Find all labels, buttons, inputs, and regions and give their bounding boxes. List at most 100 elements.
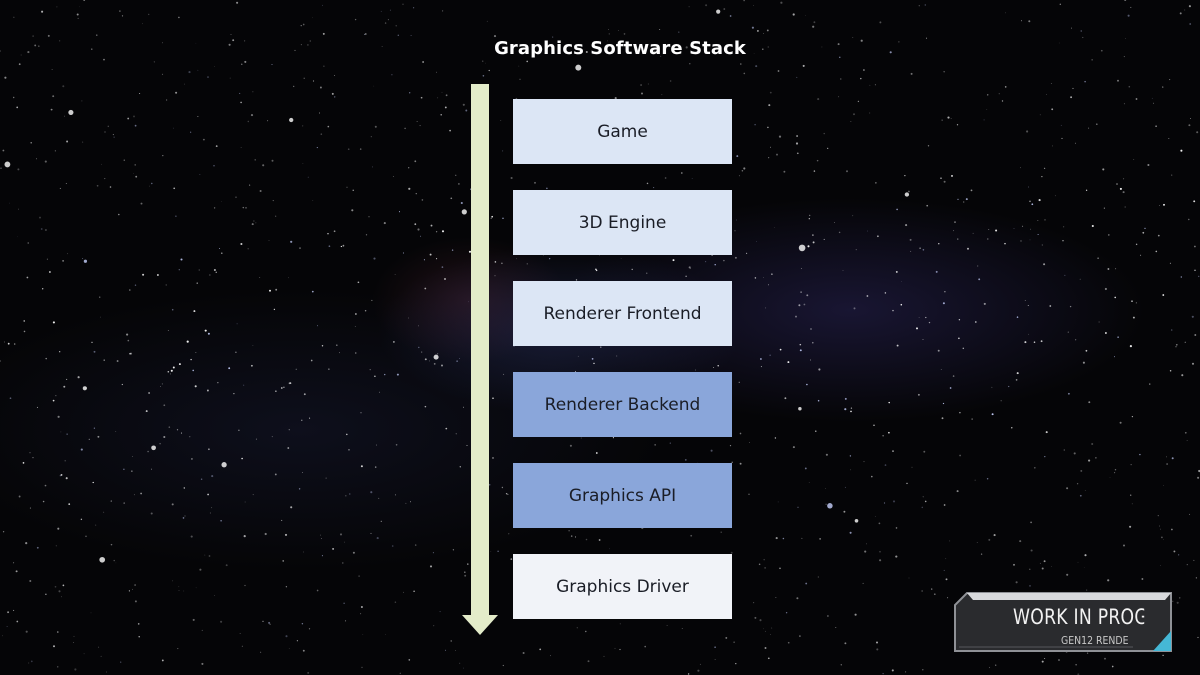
star (493, 35, 497, 38)
star (927, 145, 930, 147)
star (947, 116, 950, 119)
star (827, 615, 829, 617)
star (1004, 242, 1006, 245)
star (251, 223, 254, 226)
star (303, 393, 306, 396)
star (816, 159, 819, 162)
star (1022, 225, 1024, 227)
star (381, 46, 383, 47)
star (302, 125, 304, 127)
star (802, 64, 805, 67)
star (405, 502, 407, 504)
star (364, 33, 367, 35)
star (61, 596, 62, 598)
star (904, 192, 910, 197)
star (83, 259, 88, 263)
star (287, 447, 290, 449)
star (1019, 540, 1022, 543)
star (891, 669, 894, 672)
star (688, 266, 691, 269)
star (39, 216, 41, 219)
star (1175, 343, 1178, 346)
star (348, 448, 350, 451)
star (123, 502, 125, 504)
star (27, 51, 30, 54)
star (672, 259, 675, 262)
star (1198, 275, 1200, 278)
star (342, 244, 345, 247)
star (228, 43, 231, 46)
star (202, 138, 205, 141)
star (235, 196, 237, 198)
star (805, 582, 808, 585)
star (895, 555, 898, 558)
star (796, 152, 799, 155)
star (928, 321, 931, 324)
star (1058, 42, 1060, 44)
star (172, 580, 174, 582)
star (1168, 138, 1170, 139)
star (1013, 563, 1015, 566)
star (1184, 9, 1186, 11)
star (924, 500, 927, 503)
star (192, 369, 194, 372)
star (803, 303, 806, 306)
star (352, 551, 355, 554)
star (147, 450, 149, 453)
star (748, 493, 750, 495)
star (957, 238, 959, 240)
star (104, 178, 106, 180)
star (171, 308, 174, 311)
star (2, 635, 3, 637)
star (82, 141, 84, 143)
layer-renderer-backend: Renderer Backend (513, 372, 732, 437)
star (740, 63, 742, 65)
star (80, 518, 83, 521)
star (977, 265, 979, 267)
star (773, 227, 775, 228)
star (213, 207, 216, 209)
star (99, 296, 101, 298)
star (201, 629, 203, 631)
star (735, 662, 737, 665)
star (221, 201, 223, 202)
star (90, 612, 92, 614)
star (153, 61, 155, 63)
star (254, 159, 256, 161)
star (1153, 102, 1154, 104)
star (252, 345, 254, 347)
star (1189, 23, 1192, 25)
star (910, 72, 913, 75)
star (398, 211, 401, 213)
star (522, 651, 525, 655)
star (322, 32, 325, 35)
star (488, 483, 491, 486)
star (23, 320, 25, 322)
star (1071, 27, 1073, 29)
star (1127, 14, 1130, 17)
star (436, 258, 438, 260)
star (1159, 565, 1161, 566)
star (1195, 577, 1198, 579)
star (402, 3, 404, 5)
star (343, 602, 345, 604)
star (88, 438, 90, 441)
star (690, 267, 691, 269)
star (1129, 345, 1132, 348)
star (461, 209, 467, 215)
star (40, 228, 43, 230)
star (938, 243, 940, 245)
star (669, 442, 671, 444)
star (941, 417, 944, 420)
star (490, 550, 492, 552)
star (866, 543, 867, 545)
star (764, 647, 767, 649)
star (459, 358, 460, 360)
star (812, 234, 814, 236)
star (1069, 305, 1072, 308)
star (436, 353, 439, 355)
star (308, 628, 311, 630)
star (577, 355, 579, 357)
star (288, 277, 289, 279)
star (126, 333, 129, 336)
